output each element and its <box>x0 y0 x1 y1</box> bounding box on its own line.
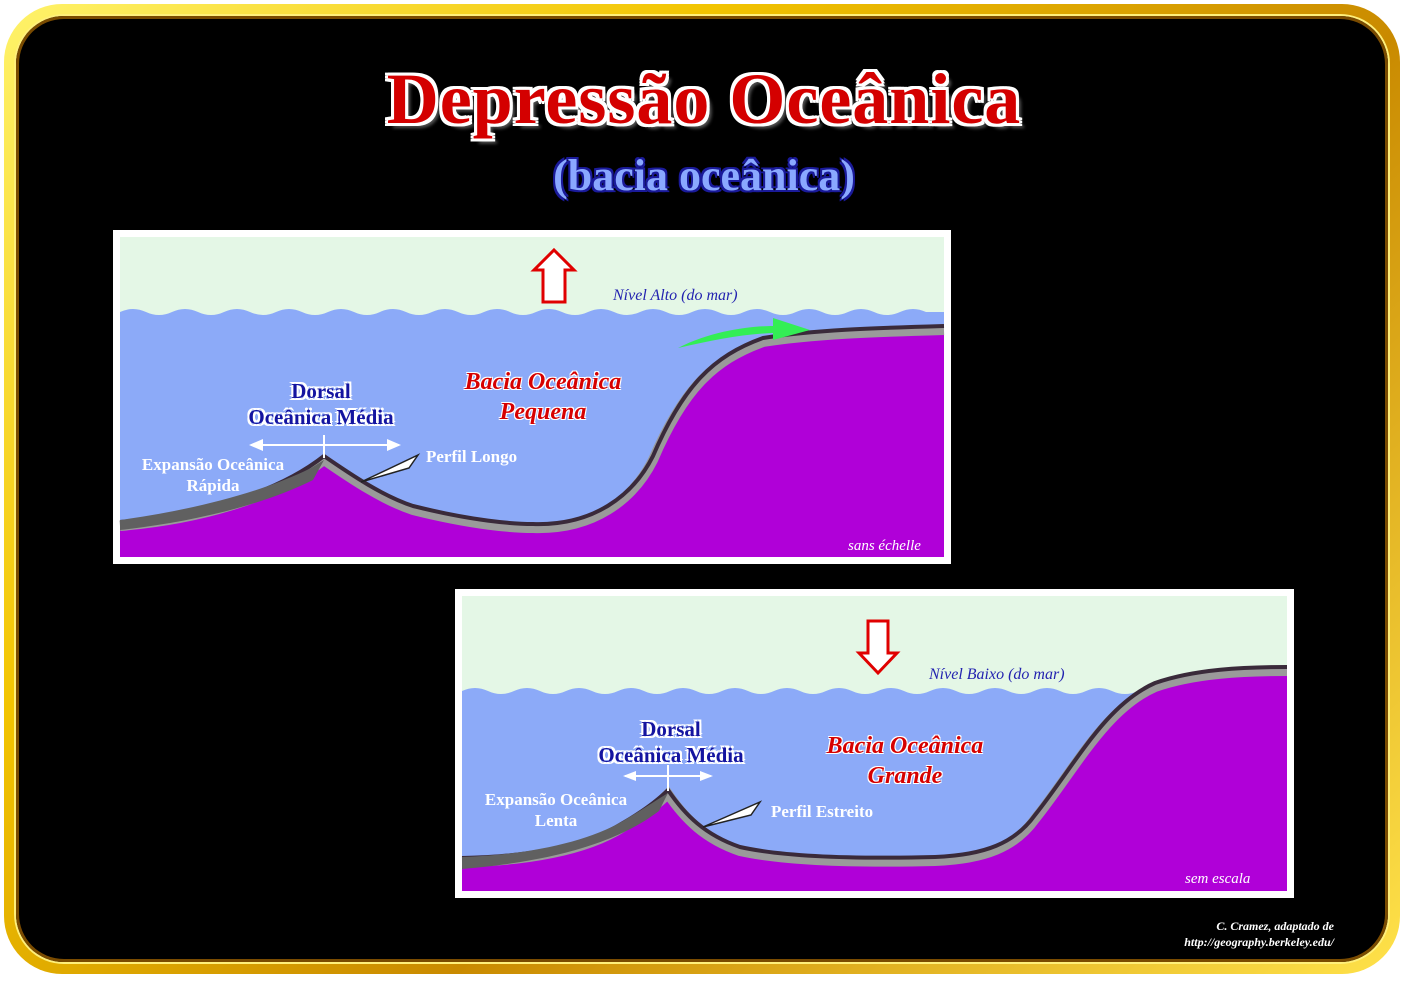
cross-section-bottom <box>461 596 1288 891</box>
spread-arrow-right-icon <box>387 439 401 451</box>
basin-label-line2: Grande <box>867 763 943 789</box>
basin-label-line2: Pequena <box>499 399 587 425</box>
profile-label: Perfil Estreito <box>771 802 874 821</box>
basin-label: Bacia Oceânica Pequena <box>433 367 653 427</box>
basin-label-line1: Bacia Oceânica <box>464 369 622 395</box>
scale-note: sem escala <box>1185 871 1251 887</box>
basin-label-line1: Bacia Oceânica <box>826 733 984 759</box>
page-subtitle: (bacia oceânica) <box>553 151 855 200</box>
expansion-label: Expansão Oceânica Lenta <box>467 789 645 831</box>
expansion-label-line1: Expansão Oceânica <box>141 455 285 474</box>
ridge-sediment <box>120 460 324 530</box>
dorsal-label-line1: Dorsal <box>641 717 701 741</box>
credit: C. Cramez, adaptado de http://geography.… <box>1184 918 1334 950</box>
credit-line2: http://geography.berkeley.edu/ <box>1184 935 1334 949</box>
expansion-label-line2: Rápida <box>186 476 240 495</box>
expansion-label-line2: Lenta <box>534 811 578 830</box>
diagram-low-sea-level: Nível Baixo (do mar) Bacia Oceânica Gran… <box>455 589 1294 898</box>
spread-arrow-left-icon <box>623 771 636 781</box>
basin-label: Bacia Oceânica Grande <box>795 731 1015 791</box>
dorsal-label: Dorsal Oceânica Média <box>231 378 411 430</box>
crust-dark-edge <box>119 324 945 527</box>
green-arrow-icon <box>678 318 810 348</box>
profile-label: Perfil Longo <box>426 447 518 466</box>
ocean-crust <box>120 330 944 557</box>
dorsal-label-line2: Oceânica Média <box>248 405 394 429</box>
spread-arrow-right-icon <box>700 771 713 781</box>
scale-note: sans échelle <box>848 538 921 554</box>
arrow-up-icon <box>530 247 578 304</box>
sea-level-label: Nível Baixo (do mar) <box>929 666 1065 683</box>
expansion-label: Expansão Oceânica Rápida <box>123 454 303 496</box>
diagram-high-sea-level: Nível Alto (do mar) Bacia Oceânica Peque… <box>113 230 951 564</box>
dorsal-label-line1: Dorsal <box>291 379 351 403</box>
sea-level-label: Nível Alto (do mar) <box>613 287 738 304</box>
expansion-label-line1: Expansão Oceânica <box>484 790 628 809</box>
dorsal-label: Dorsal Oceânica Média <box>581 716 761 768</box>
spread-arrow-left-icon <box>249 439 263 451</box>
cross-section-top <box>119 237 945 557</box>
ocean-crust <box>462 671 1287 891</box>
dorsal-label-line2: Oceânica Média <box>598 743 744 767</box>
credit-line1: C. Cramez, adaptado de <box>1216 919 1334 933</box>
pointer-arrow-icon <box>702 800 763 828</box>
arrow-down-icon <box>855 619 901 676</box>
pointer-arrow-icon <box>360 453 421 483</box>
ridge-sediment <box>462 793 668 869</box>
page-title: Depressão Oceânica <box>386 59 1022 139</box>
